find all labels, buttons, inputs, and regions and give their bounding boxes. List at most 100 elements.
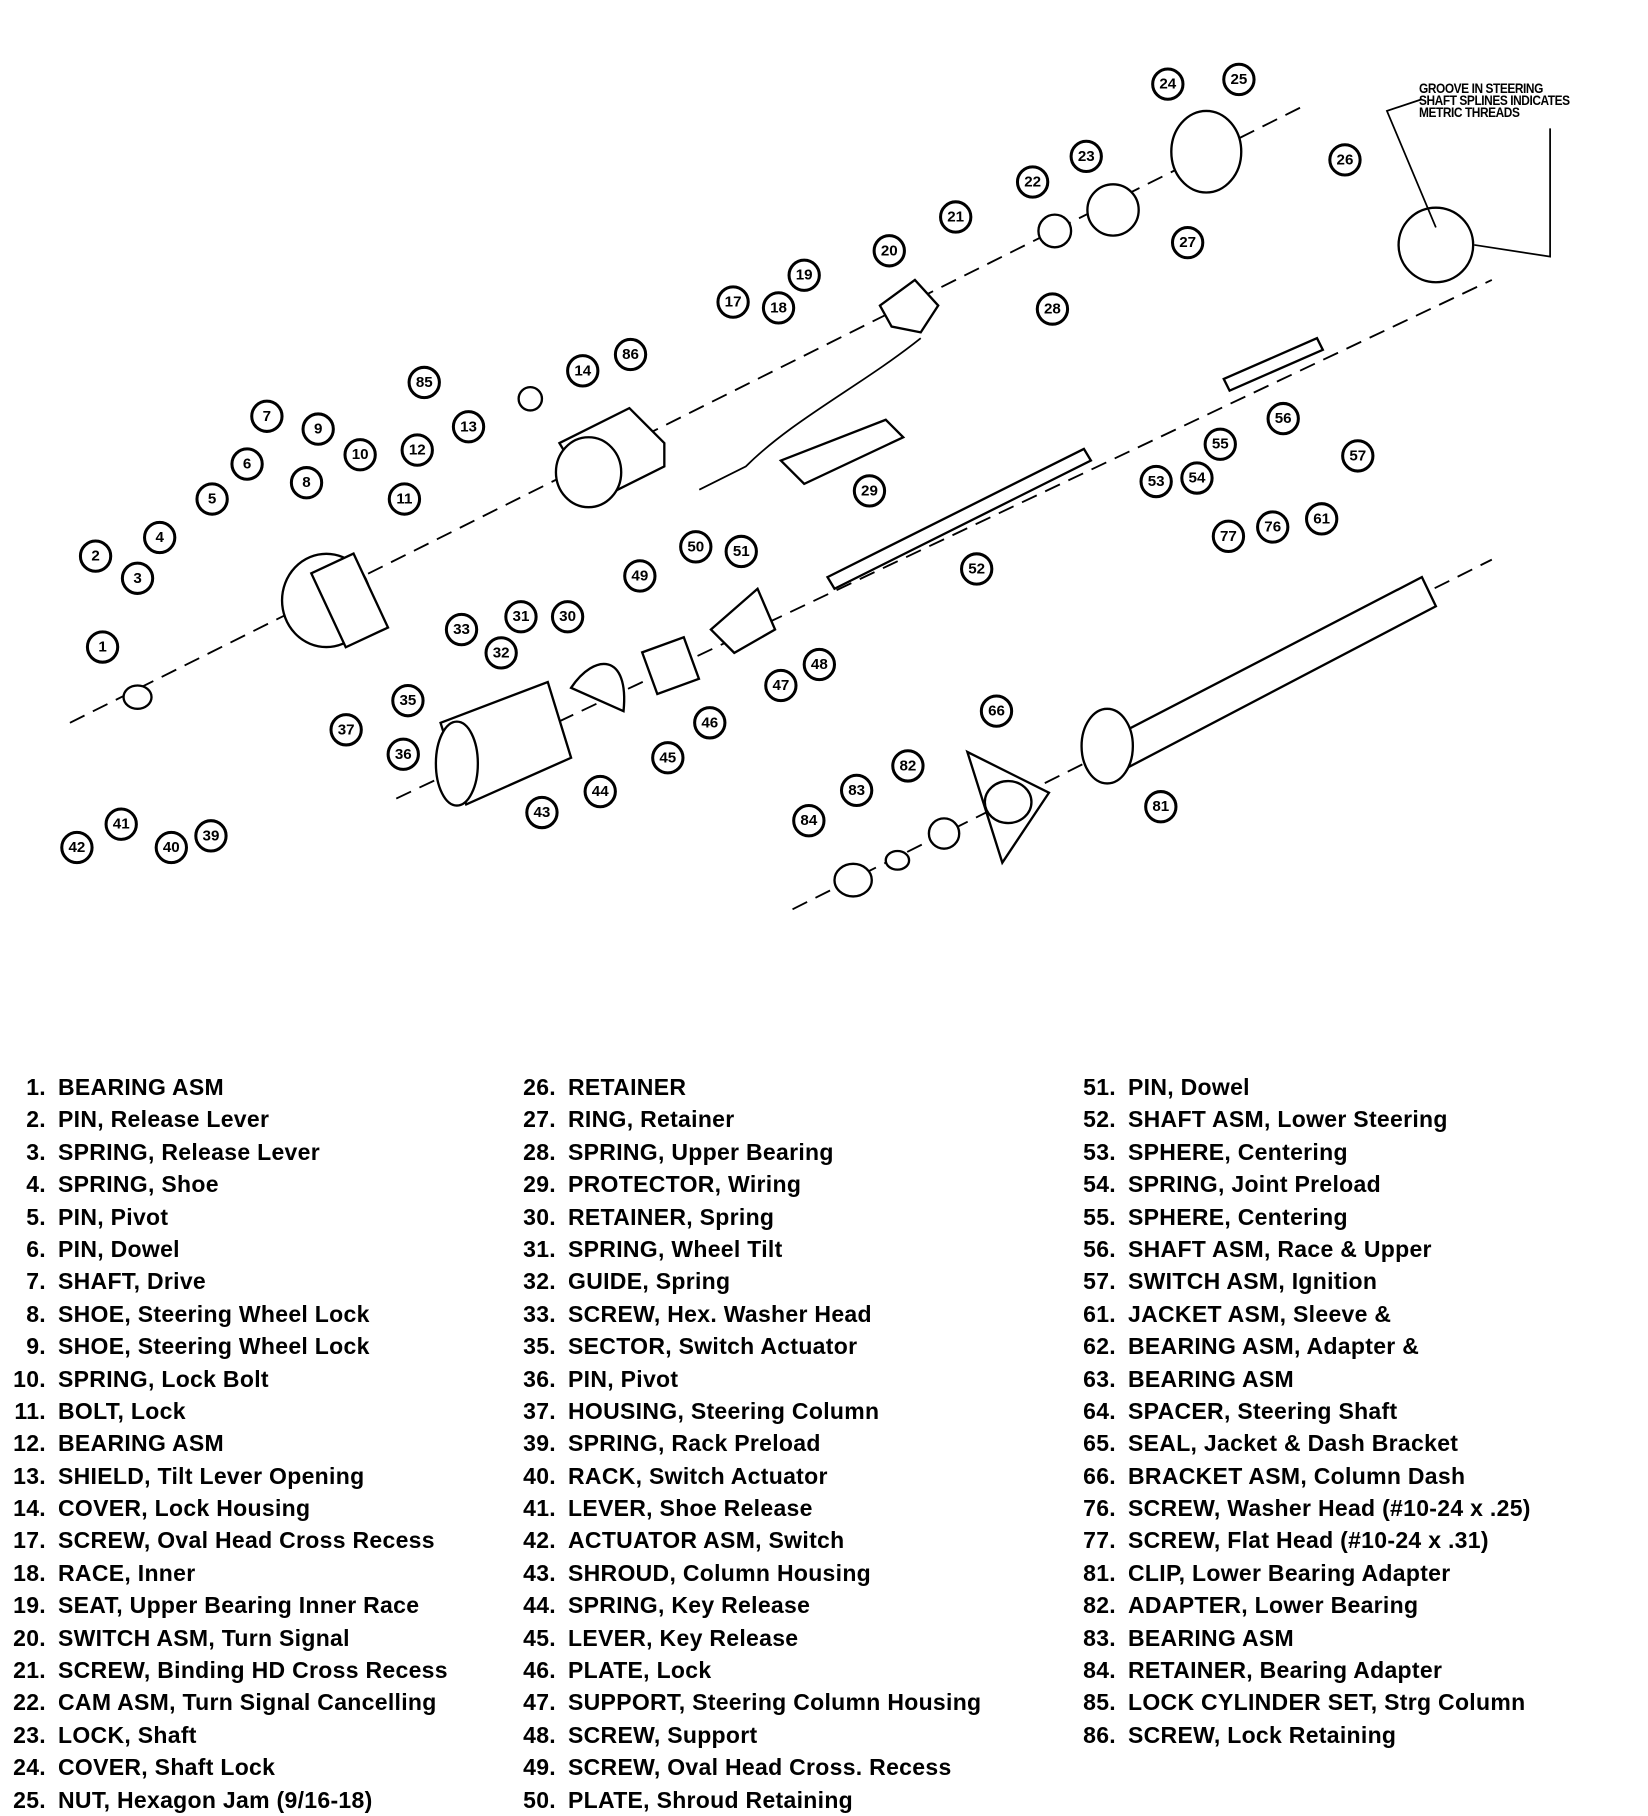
callout-circle [120,561,155,595]
callout-circle [504,600,538,634]
legend-item-number: 11. [14,1397,46,1424]
legend-item-description: ADAPTER, Lower Bearing [1128,1592,1419,1619]
legend-item-number: 30. [523,1203,556,1230]
legend-item-description: PROTECTOR, Wiring [568,1171,802,1198]
callout-56: 56 [1266,401,1300,436]
legend-item-description: CAM ASM, Turn Signal Cancelling [58,1689,437,1716]
callout-circle [1144,790,1178,824]
callout-76: 76 [1256,510,1290,544]
turn-signal-switch-part [878,278,940,334]
legend-item: 47.SUPPORT, Steering Column Housing [512,1686,981,1718]
legend-item-description: PLATE, Shroud Retaining [568,1786,854,1813]
legend-item-number: 24. [13,1754,46,1781]
legend-item-number: 28. [523,1138,556,1165]
legend-item-description: SPRING, Release Lever [58,1138,320,1165]
callout-number: 17 [725,294,742,311]
callout-29: 29 [852,474,887,508]
legend-item: 43.SHROUD, Column Housing [512,1557,981,1589]
callout-number: 22 [1024,174,1041,191]
callout-number: 82 [899,757,916,774]
legend-item-number: 17. [13,1527,46,1554]
legend-item-description: SPRING, Upper Bearing [568,1138,834,1165]
legend-item-description: PLATE, Lock [568,1657,712,1684]
legend-item: 11.BOLT, Lock [2,1395,448,1427]
legend-item-description: LEVER, Key Release [568,1624,799,1651]
callout-circle [301,412,335,446]
legend-item: 42.ACTUATOR ASM, Switch [512,1524,981,1556]
legend-item-number: 43. [523,1559,556,1586]
callout-13: 13 [451,410,486,444]
callout-circle [550,600,585,634]
legend-item-description: JACKET ASM, Sleeve & [1128,1300,1392,1327]
callout-23: 23 [1069,139,1103,174]
callout-circle [444,612,479,647]
legend-item-description: RETAINER, Spring [568,1203,775,1230]
legend-item-description: SHAFT ASM, Race & Upper [1128,1235,1432,1262]
legend-item: 45. LEVER, Key Release [512,1622,981,1654]
callout-number: 27 [1179,234,1196,251]
callout-number: 40 [163,839,180,856]
legend-item-number: 51. [1083,1074,1116,1100]
callout-77: 77 [1211,519,1246,553]
callout-number: 50 [687,538,704,555]
bearing-adapter-retainer-part [833,862,873,898]
legend-item-number: 6. [26,1235,46,1262]
legend-item-number: 49. [523,1754,556,1781]
legend-item-number: 19. [13,1592,46,1619]
legend-item: 37.HOUSING, Steering Column [512,1395,981,1427]
shaft-lock-cover-part [1170,109,1243,194]
legend-item-number: 81. [1083,1559,1116,1586]
callout-8: 8 [289,466,324,500]
callout-number: 66 [988,703,1005,720]
legend-item-number: 77. [1083,1527,1116,1554]
callout-number: 45 [659,749,676,766]
callout-circle [1139,464,1173,499]
callout-number: 3 [133,570,141,587]
legend-item: 55.SPHERE, Centering [1072,1201,1531,1233]
callout-number: 41 [113,816,130,833]
legend-item: 12.BEARING ASM [2,1427,448,1459]
callout-53: 53 [1139,464,1173,499]
callout-28: 28 [1035,292,1070,326]
legend-item-number: 76. [1083,1495,1116,1522]
cancelling-cam-part [1037,213,1073,249]
callout-30: 30 [550,600,585,634]
callout-number: 46 [701,714,718,731]
callout-circle [583,774,617,809]
callout-circle [289,466,324,500]
callout-number: 31 [513,608,530,625]
legend-item-description: SPRING, Rack Preload [568,1430,821,1457]
legend-item-number: 61. [1083,1300,1116,1327]
wiring-protector-part [778,418,906,486]
callout-48: 48 [802,647,837,682]
legend-item: 56.SHAFT ASM, Race & Upper [1072,1233,1531,1265]
callout-number: 6 [243,456,251,473]
legend-item-number: 25. [13,1786,46,1813]
legend-item-description: PIN, Pivot [58,1203,169,1230]
callout-22: 22 [1015,165,1050,199]
legend-item-number: 45. [523,1624,556,1651]
legend-item-description: PIN, Pivot [568,1365,679,1392]
callout-number: 47 [772,677,789,694]
legend-item: 83.BEARING ASM [1072,1622,1531,1654]
callout-51: 51 [724,534,758,569]
legend-item-description: SCREW, Flat Head (#10-24 x .31) [1128,1527,1489,1554]
note-line: GROOVE IN STEERING [1419,80,1543,96]
legend-item-number: 47. [523,1689,556,1716]
callout-41: 41 [104,807,138,841]
metric-threads-note: GROOVE IN STEERING SHAFT SPLINES INDICAT… [1419,80,1570,119]
callout-circle [716,285,750,319]
callout-number: 77 [1220,528,1237,545]
callout-circle [764,668,798,703]
legend-item-number: 63. [1083,1365,1116,1392]
legend-item: 49. SCREW, Oval Head Cross. Recess [512,1751,981,1783]
callout-number: 61 [1313,510,1330,527]
callout-number: 5 [208,491,216,508]
legend-item-number: 8. [26,1300,46,1327]
callout-circle [386,737,420,771]
callout-number: 83 [848,782,865,799]
legend-item: 22.CAM ASM, Turn Signal Cancelling [2,1686,448,1718]
callout-2: 2 [78,539,113,573]
legend-item-description: SCREW, Oval Head Cross. Recess [568,1754,952,1781]
